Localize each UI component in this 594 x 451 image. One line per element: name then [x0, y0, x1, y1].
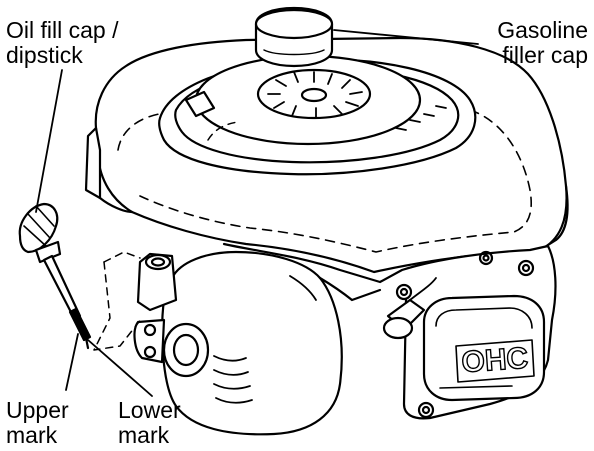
gasoline-filler-cap — [254, 6, 334, 68]
lower-mark-label-line2: mark — [118, 422, 170, 448]
lower-mark-label-line1: Lower — [118, 397, 181, 423]
oil-fill-cap-label: Oil fill cap / dipstick — [6, 18, 118, 68]
oil-fill-cap-label-line1: Oil fill cap / — [6, 17, 119, 43]
oil-dipstick — [18, 202, 143, 351]
upper-mark-label-line1: Upper — [6, 397, 69, 423]
upper-mark-label-line2: mark — [6, 422, 58, 448]
lower-mark-label: Lower mark — [118, 398, 181, 448]
gasoline-filler-cap-label: Gasoline filler cap — [497, 18, 588, 68]
ohc-badge-text: OHC — [460, 342, 529, 380]
gasoline-filler-cap-label-line1: Gasoline — [497, 17, 588, 43]
callout-leaders — [35, 29, 479, 397]
gasoline-filler-cap-label-line2: filler cap — [502, 42, 588, 68]
air-cleaner-dome — [158, 54, 477, 176]
upper-mark-label: Upper mark — [6, 398, 69, 448]
ohc-badge-frame — [455, 339, 535, 383]
oil-fill-cap-label-line2: dipstick — [6, 42, 83, 68]
muffler-cover — [133, 250, 382, 436]
